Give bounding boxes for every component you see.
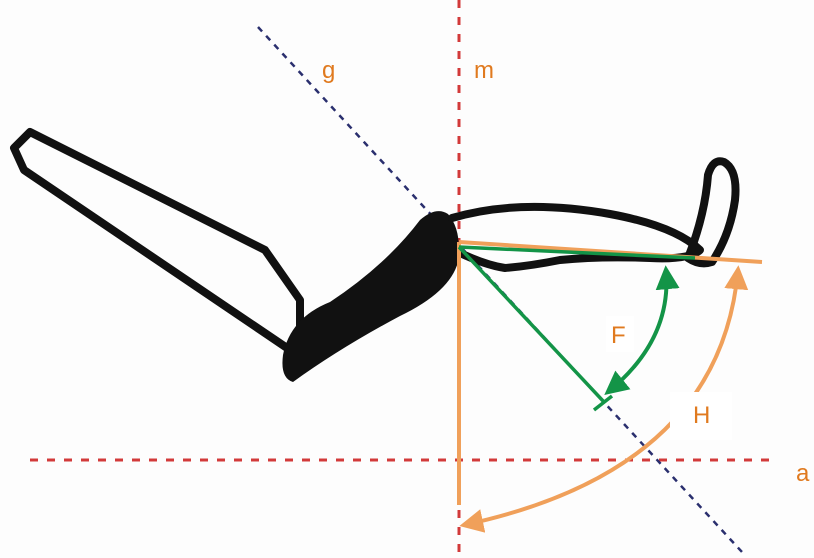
label-F-background bbox=[606, 316, 634, 352]
label-g: g bbox=[322, 57, 335, 84]
right-wing-tip-loop bbox=[684, 157, 740, 268]
angle-H-arc bbox=[459, 265, 749, 533]
green-diagonal-line bbox=[457, 245, 606, 404]
label-H: H bbox=[693, 402, 710, 429]
label-F: F bbox=[611, 322, 626, 349]
body-filled bbox=[282, 211, 459, 382]
label-H-background bbox=[670, 392, 732, 440]
left-wing-outline bbox=[10, 128, 304, 354]
orange-wing-line bbox=[458, 240, 763, 264]
label-a: a bbox=[796, 460, 810, 487]
green-wing-line bbox=[458, 245, 696, 260]
right-wing-outline bbox=[448, 202, 704, 272]
label-m: m bbox=[474, 57, 494, 84]
